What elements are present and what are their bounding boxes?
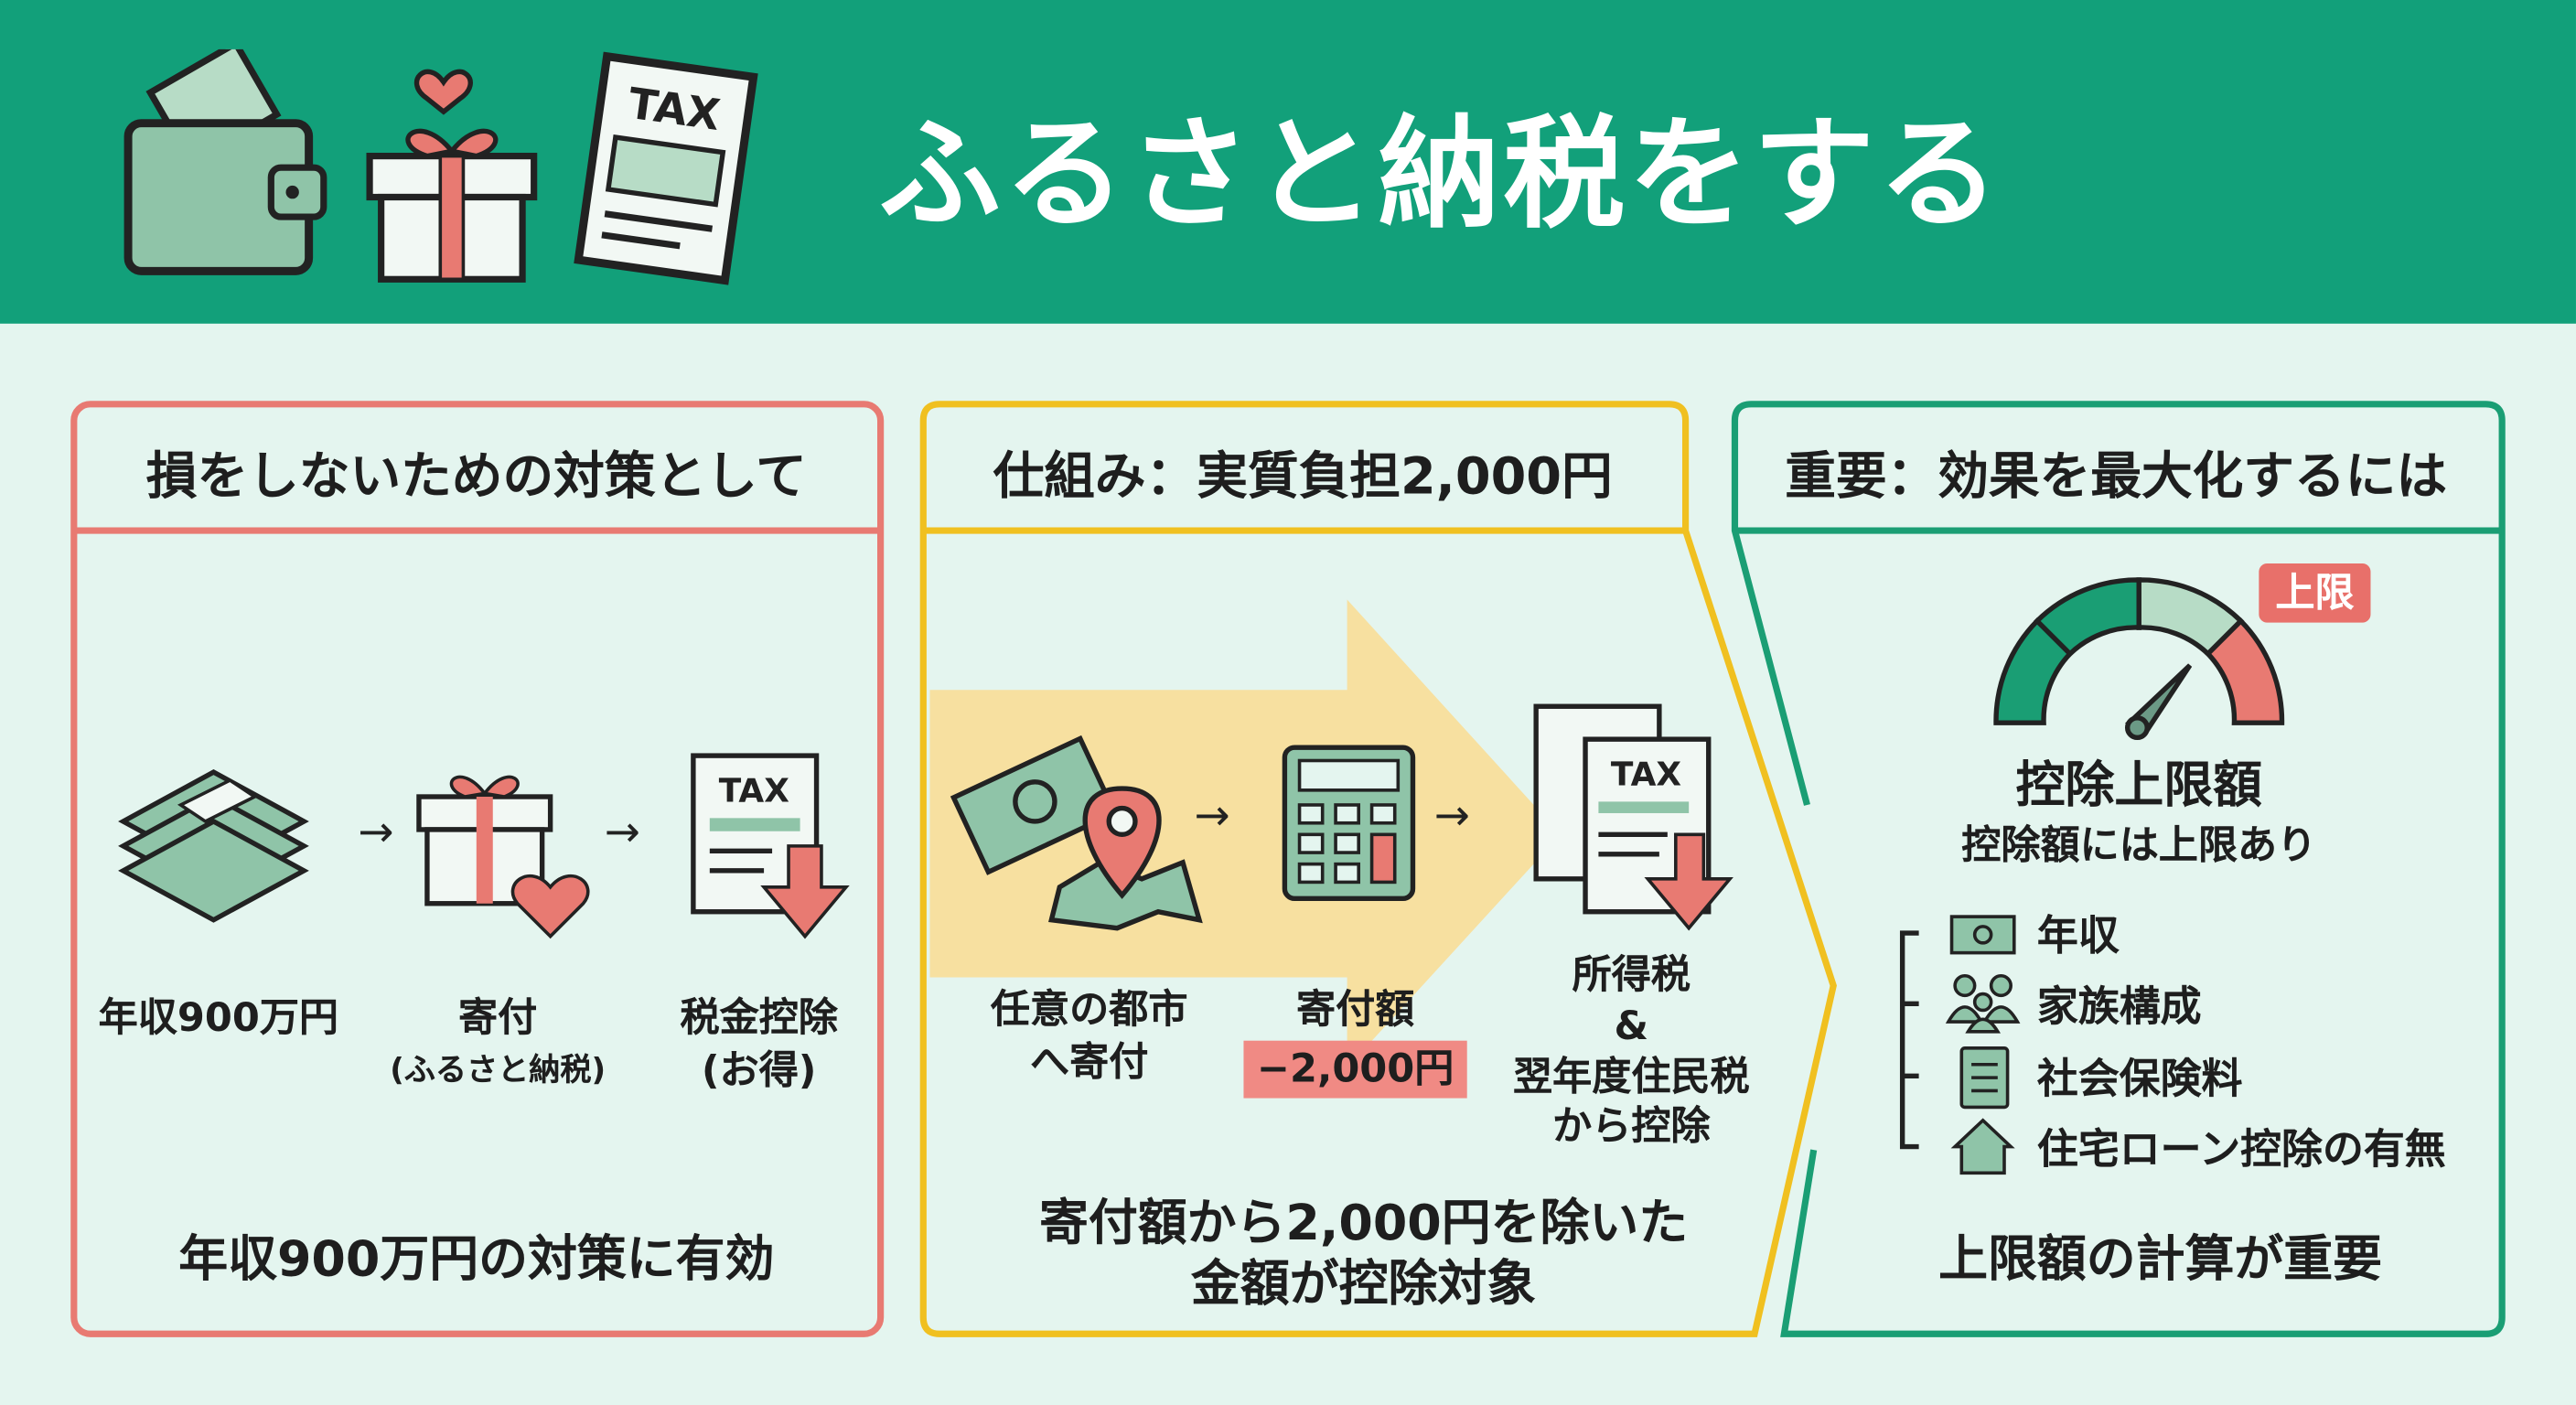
arrow-right-icon: → <box>359 808 394 857</box>
panel1-summary: 年収900万円の対策に有効 <box>178 1231 775 1289</box>
money-stack-icon <box>118 769 309 923</box>
panel1-border <box>70 401 885 1337</box>
factor-icons <box>1899 915 2021 1175</box>
step-label: 寄付額 <box>1295 986 1415 1033</box>
factor-item: 年収 <box>2036 911 2120 960</box>
panel2-summary: 寄付額から2,000円を除いた <box>1038 1195 1689 1253</box>
panel3-border <box>1731 401 2506 1337</box>
svg-text:TAX: TAX <box>1611 756 1681 793</box>
step-label: から控除 <box>1552 1102 1711 1150</box>
tax-down-icon: TAX <box>691 753 850 939</box>
step-label: 所得税 <box>1572 951 1690 999</box>
step-label: へ寄付 <box>1030 1038 1149 1086</box>
wallet-icon <box>123 48 327 275</box>
panel3-title: 重要：効果を最大化するには <box>1785 447 2447 508</box>
step-label: & <box>1614 1003 1649 1049</box>
money-location-icon <box>950 735 1203 931</box>
step-sublabel: (お得) <box>701 1046 817 1094</box>
arrow-right-icon: → <box>1434 791 1470 841</box>
header-banner: TAX ふるさと納税をする <box>0 0 2576 324</box>
gift-heart-icon <box>416 775 590 939</box>
deduction-badge: −2,000円 <box>1243 1040 1467 1099</box>
svg-text:TAX: TAX <box>719 772 789 810</box>
step-label: 翌年度住民税 <box>1513 1054 1750 1100</box>
clipboard-icon <box>1959 1046 2010 1110</box>
arrow-right-icon: → <box>605 808 640 857</box>
calculator-icon <box>1282 745 1416 902</box>
panel3-summary: 上限額の計算が重要 <box>1938 1231 2383 1289</box>
arrow-right-icon: → <box>1195 791 1230 841</box>
panel1-icons: → → TAX <box>118 753 850 939</box>
bracket <box>1899 930 1919 1150</box>
gauge-icon <box>1993 577 2285 741</box>
panel2-border <box>919 401 1837 1337</box>
tax-documents-icon: TAX <box>1533 703 1733 931</box>
step-sublabel: (ふるさと納税) <box>390 1052 606 1089</box>
banknote-icon <box>1949 915 2016 955</box>
house-icon <box>1950 1118 2015 1175</box>
flow-arrow-background <box>929 599 1562 1068</box>
limit-badge: 上限 <box>2259 563 2371 623</box>
panel2-icons: → → TAX <box>950 703 1733 931</box>
tax-document-icon: TAX <box>574 51 758 285</box>
gift-icon <box>366 69 538 283</box>
panel2-summary: 金額が控除対象 <box>1191 1255 1537 1314</box>
header-icons: TAX <box>123 48 758 285</box>
panel2-title: 仕組み：実質負担2,000円 <box>993 447 1613 508</box>
factor-item: 家族構成 <box>2036 981 2202 1031</box>
limit-subheading: 控除額には上限あり <box>1961 821 2317 869</box>
factor-item: 社会保険料 <box>2036 1054 2243 1103</box>
step-label: 任意の都市 <box>990 986 1188 1033</box>
family-icon <box>1945 973 2021 1034</box>
step-label: 年収900万円 <box>98 994 339 1041</box>
step-label: 寄付 <box>458 994 538 1041</box>
factor-item: 住宅ローン控除の有無 <box>2036 1125 2446 1174</box>
panel1-title: 損をしないための対策として <box>145 447 807 508</box>
step-label: 税金控除 <box>680 994 838 1041</box>
page-title: ふるさと納税をする <box>878 104 2003 246</box>
limit-heading: 控除上限額 <box>2015 756 2262 815</box>
